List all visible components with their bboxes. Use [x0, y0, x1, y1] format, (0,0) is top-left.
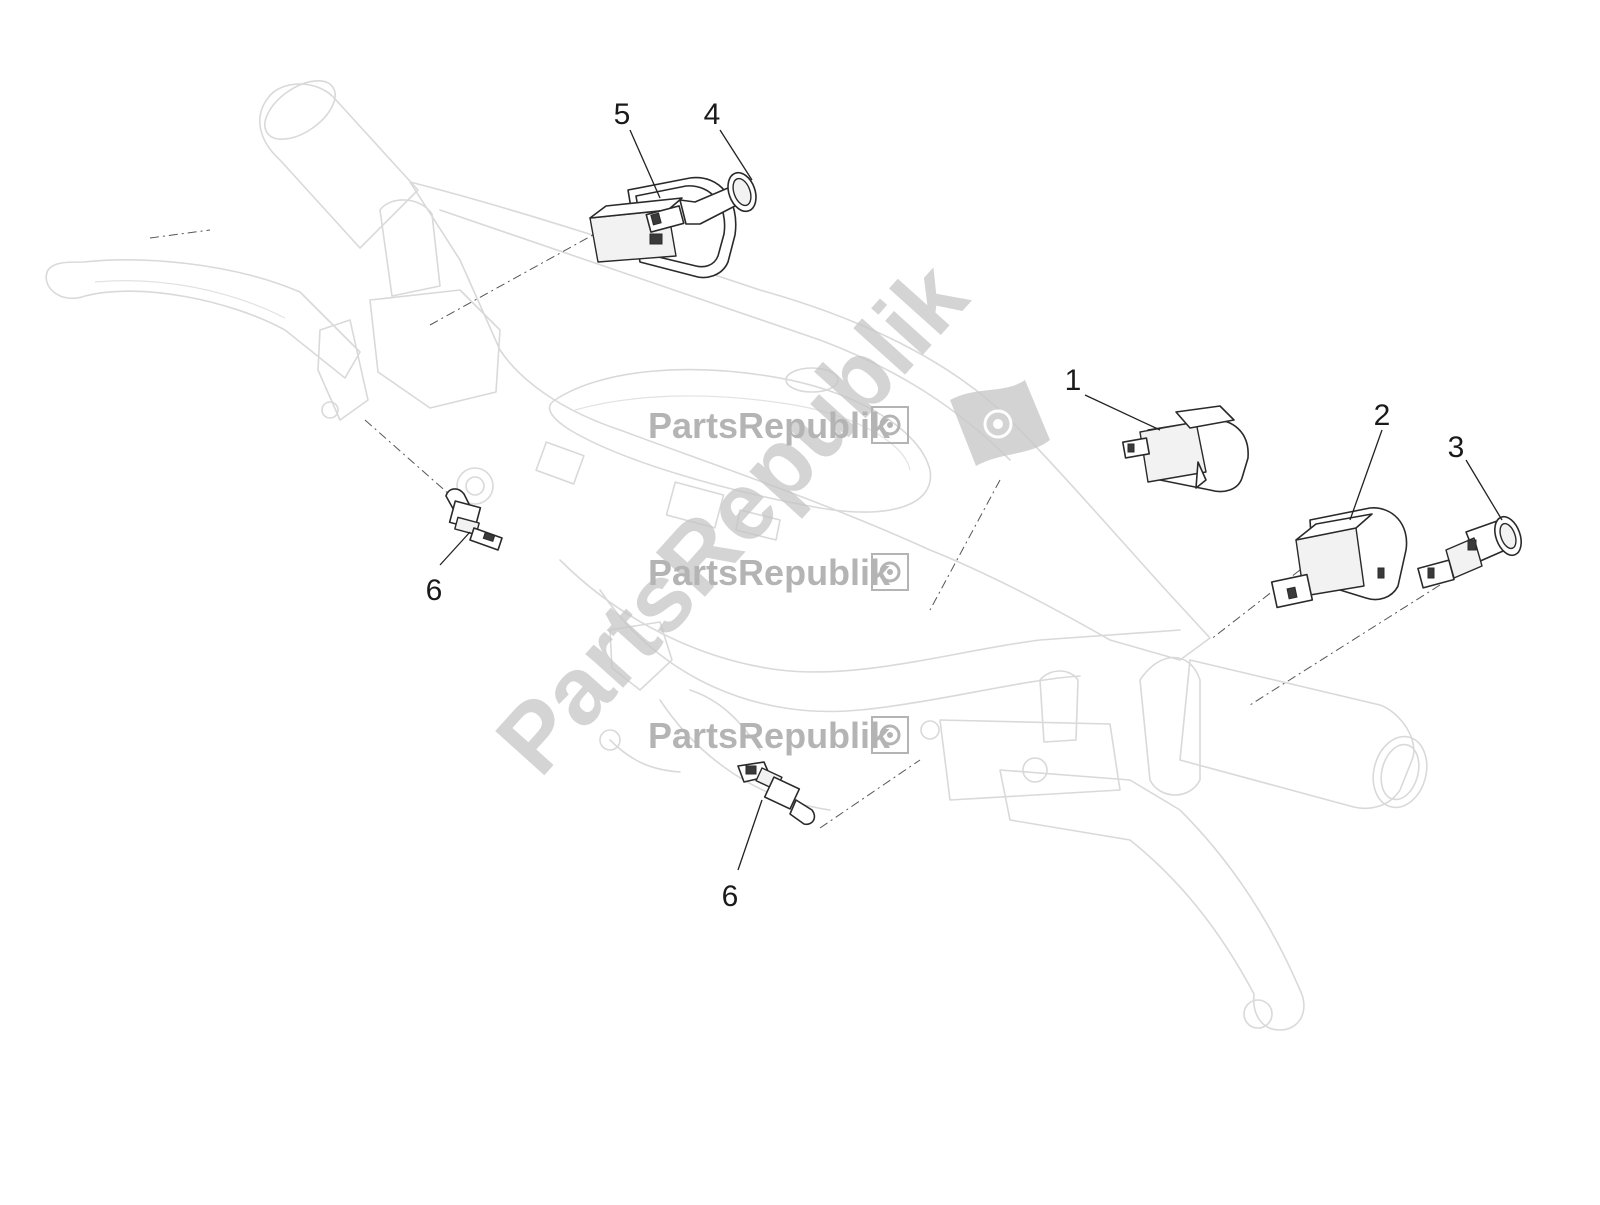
watermark-label-2: PartsRepublik — [648, 552, 891, 593]
gear-icon — [871, 406, 909, 444]
left-grip — [259, 80, 419, 249]
part-1-switch — [1121, 405, 1249, 493]
logo-flag-icon — [950, 380, 1050, 466]
gear-icon — [871, 716, 909, 754]
part-3-push-switch — [1417, 515, 1522, 589]
watermark: PartsRepublik PartsRepublik PartsRepubli… — [476, 242, 1050, 794]
handlebar-cover — [409, 181, 1211, 661]
callout-5: 5 — [614, 98, 631, 131]
left-master-cylinder — [317, 199, 501, 505]
callout-leaders — [439, 129, 1503, 871]
watermark-label-row-1: PartsRepublik — [648, 405, 909, 446]
gear-icon — [871, 553, 909, 591]
watermark-label-1: PartsRepublik — [648, 405, 891, 446]
watermark-label-row-3: PartsRepublik — [648, 715, 909, 756]
instrument-brackets — [535, 441, 781, 751]
right-grip — [1139, 656, 1428, 810]
watermark-label-3: PartsRepublik — [648, 715, 891, 756]
callout-6-upper: 6 — [426, 574, 443, 607]
callout-2: 2 — [1374, 399, 1391, 432]
watermark-diagonal-text: PartsRepublik — [476, 242, 988, 794]
callout-1: 1 — [1065, 364, 1082, 397]
handlebar-assembly-ghost — [45, 80, 1428, 1031]
part-4-push-switch — [645, 171, 757, 233]
callout-3: 3 — [1448, 431, 1465, 464]
part-2-switch-unit — [1270, 507, 1408, 609]
callout-6-lower: 6 — [722, 880, 739, 913]
gear-icon — [983, 409, 1013, 439]
part-6-stop-switch-lower — [737, 761, 816, 826]
right-brake-lever — [920, 670, 1305, 1031]
callout-numbers: 5 4 1 2 3 6 6 — [426, 98, 1465, 913]
part-6-stop-switch-upper — [445, 488, 503, 551]
handlebar-tube — [559, 559, 1181, 811]
left-brake-lever — [45, 259, 361, 379]
watermark-label-row-2: PartsRepublik — [648, 552, 909, 593]
callout-4: 4 — [704, 98, 721, 131]
